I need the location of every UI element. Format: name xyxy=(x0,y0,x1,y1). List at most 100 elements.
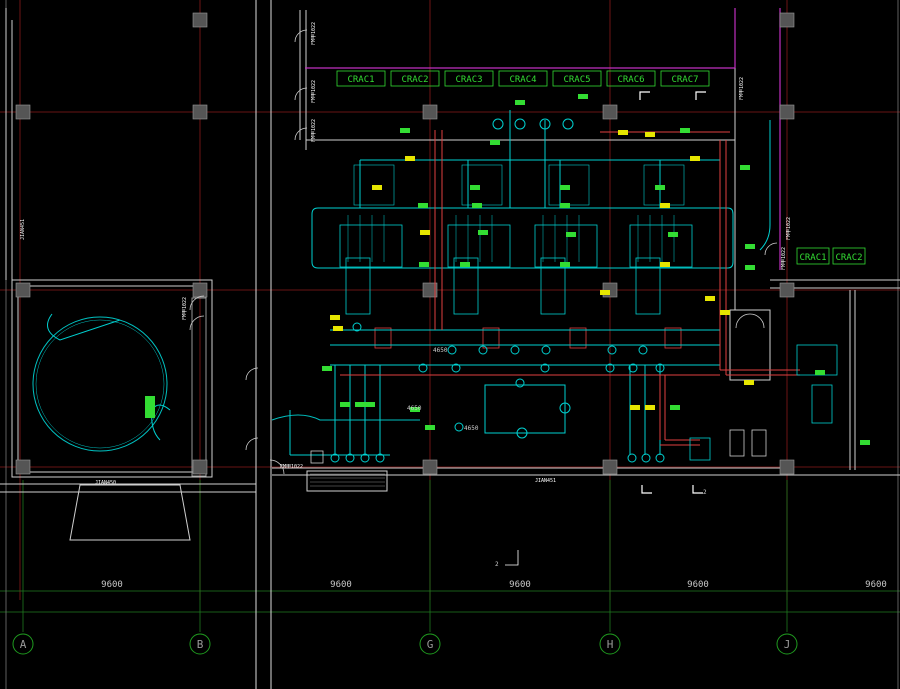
axis-label: G xyxy=(427,638,434,651)
door-tag: FM甲1022 xyxy=(280,464,303,470)
door-tag: FM甲1022 xyxy=(311,22,317,45)
crac-label: CRAC7 xyxy=(671,75,698,85)
axis-bubble xyxy=(12,633,34,655)
column xyxy=(15,104,31,120)
annotation-tag xyxy=(668,232,678,237)
wall-label: JIAN450 xyxy=(95,480,116,486)
sheet-separators xyxy=(5,0,899,689)
partitions xyxy=(305,8,781,270)
annotation-tag xyxy=(560,203,570,208)
crac-label: CRAC4 xyxy=(509,75,536,85)
heat-exchanger xyxy=(664,327,682,349)
crac-unit xyxy=(660,70,710,87)
column xyxy=(15,282,31,298)
crac-unit xyxy=(390,70,440,87)
door-tag: FM甲1022 xyxy=(182,297,188,320)
pipe-tag: 4650 xyxy=(464,425,479,432)
bay-dimension: 9600 xyxy=(509,580,531,590)
crac-unit xyxy=(832,247,866,265)
annotation-tag xyxy=(560,262,570,267)
annotation-tag xyxy=(420,230,430,235)
annotation-tag xyxy=(645,132,655,137)
bay-dimension: 9600 xyxy=(687,580,709,590)
chiller-pump xyxy=(345,257,371,315)
column xyxy=(422,104,438,120)
doors xyxy=(189,29,778,475)
column xyxy=(192,12,208,28)
annotation-tag xyxy=(745,265,755,270)
crac-label: CRAC3 xyxy=(455,75,482,85)
crac-unit xyxy=(336,70,386,87)
column xyxy=(422,459,438,475)
door-tag: FM甲1022 xyxy=(781,247,787,270)
door-tag: FM甲1022 xyxy=(311,80,317,103)
chiller-body xyxy=(534,224,598,268)
crac-unit xyxy=(606,70,656,87)
annotation-tag xyxy=(815,370,825,375)
crac-label: CRAC2 xyxy=(401,75,428,85)
bay-dimension: 9600 xyxy=(865,580,887,590)
axis-label: A xyxy=(20,638,27,651)
cooling-towers xyxy=(310,344,838,464)
annotation-tag xyxy=(472,203,482,208)
annotation-tag xyxy=(340,402,350,407)
crac-label: CRAC6 xyxy=(617,75,644,85)
annotation-tag xyxy=(490,140,500,145)
axis-bubble xyxy=(599,633,621,655)
axis-label: H xyxy=(607,638,614,651)
left-room xyxy=(0,8,256,541)
section-number: 2 xyxy=(703,489,707,496)
annotation-tag xyxy=(355,402,365,407)
section-marks xyxy=(505,91,706,566)
section-number: 2 xyxy=(495,561,499,568)
annotation-tag xyxy=(460,262,470,267)
heat-exchanger xyxy=(482,327,500,349)
axis-label: J xyxy=(784,638,791,651)
annotation-tag xyxy=(322,366,332,371)
column xyxy=(779,282,795,298)
crac-label: CRAC1 xyxy=(347,75,374,85)
door-tag: FM甲1022 xyxy=(311,119,317,142)
chiller-pump xyxy=(453,257,479,315)
annotation-tag xyxy=(470,185,480,190)
chiller-body xyxy=(629,224,693,268)
annotation-tag xyxy=(400,128,410,133)
annotation-tag xyxy=(560,185,570,190)
annotation-tag xyxy=(655,185,665,190)
annotation-tag xyxy=(690,156,700,161)
column xyxy=(779,459,795,475)
axis-bubble xyxy=(776,633,798,655)
bay-dimension: 9600 xyxy=(330,580,352,590)
annotation-tag xyxy=(425,425,435,430)
annotation-tag xyxy=(333,326,343,331)
annotation-tag xyxy=(410,407,420,412)
crac-unit xyxy=(444,70,494,87)
column xyxy=(422,282,438,298)
door-tag: FM甲1022 xyxy=(739,77,745,100)
column xyxy=(192,104,208,120)
axis-label: B xyxy=(197,638,204,651)
annotation-tag xyxy=(745,244,755,249)
annotation-tag xyxy=(478,230,488,235)
heat-exchanger xyxy=(374,327,392,349)
annotation-tag xyxy=(330,315,340,320)
wall-label: JIAN451 xyxy=(20,219,26,240)
annotation-tag xyxy=(419,262,429,267)
chiller-plant xyxy=(339,164,693,349)
door-tags: FM甲1022FM甲1022FM甲1022FM甲1022FM甲1022FM甲10… xyxy=(182,22,792,470)
annotation-tag xyxy=(720,310,730,315)
annotation-tag xyxy=(630,405,640,410)
crac-label: CRAC2 xyxy=(835,253,862,263)
annotation-tag xyxy=(740,165,750,170)
annotation-tag xyxy=(618,130,628,135)
crac-unit xyxy=(552,70,602,87)
column xyxy=(15,459,31,475)
wall-label: JIAN451 xyxy=(535,478,556,484)
annotation-tag xyxy=(680,128,690,133)
annotation-tag xyxy=(660,262,670,267)
annotation-tag xyxy=(515,100,525,105)
